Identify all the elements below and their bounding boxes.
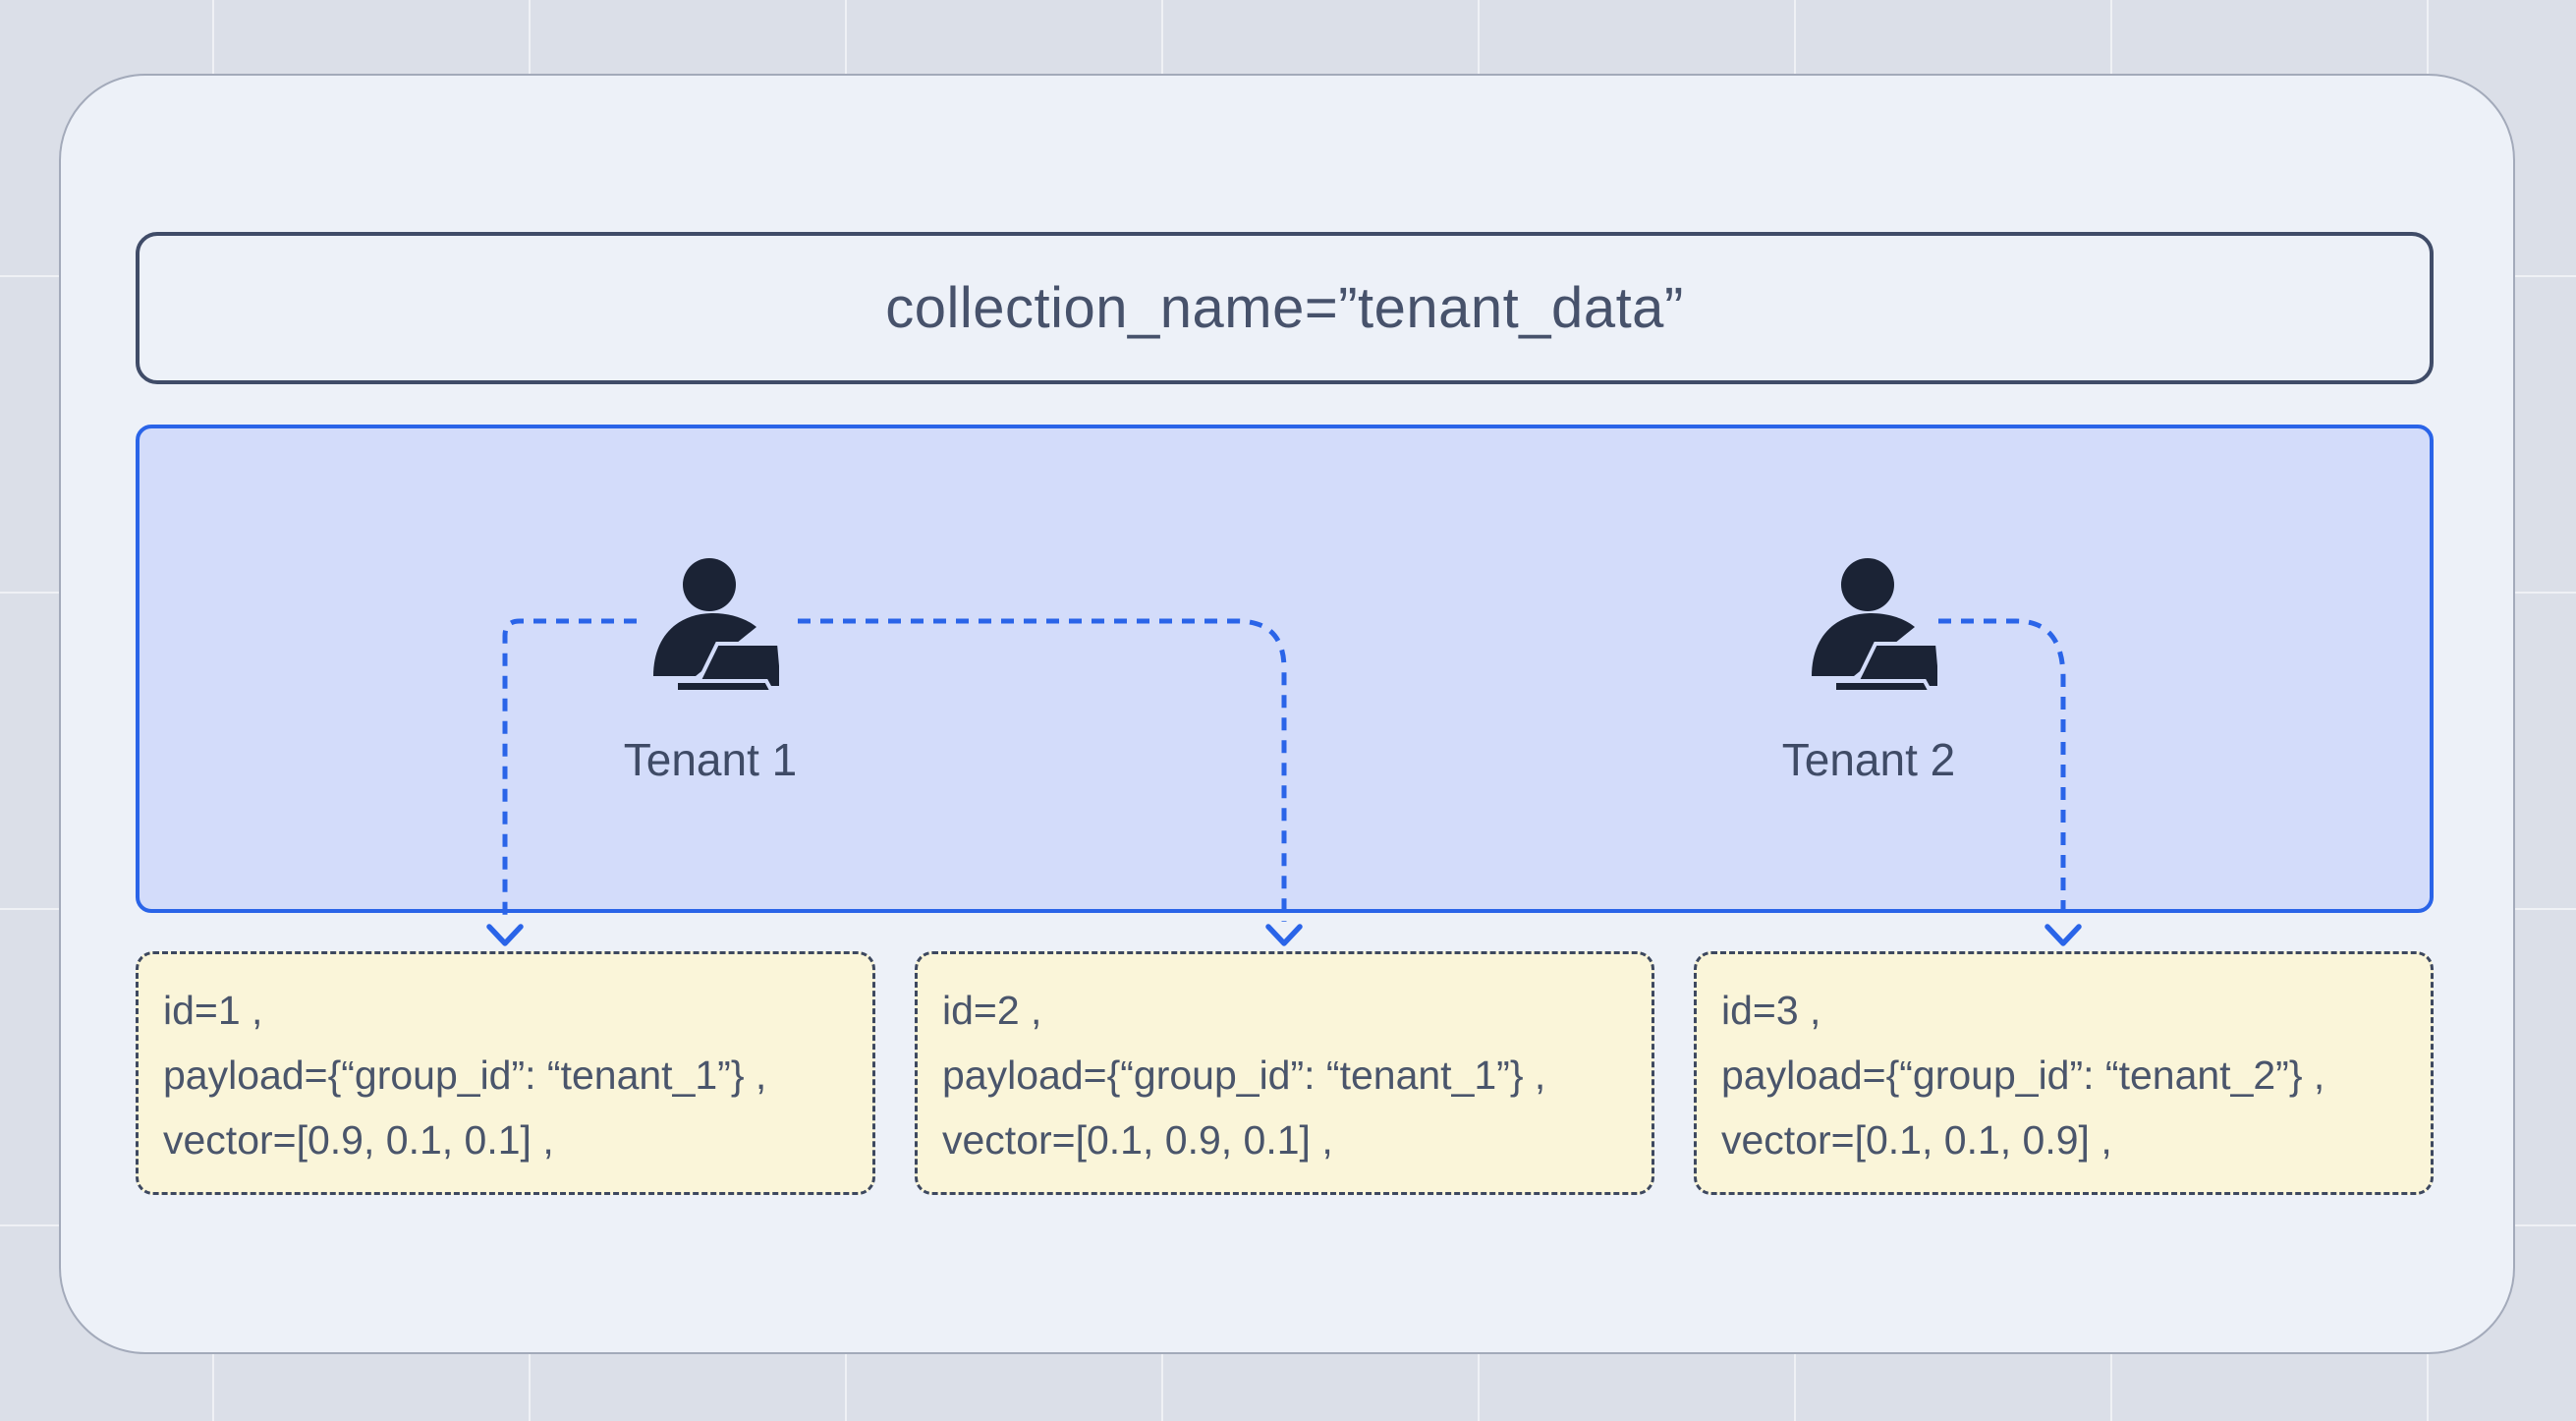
point-box-3: id=3 , payload={“group_id”: “tenant_2”} … <box>1694 951 2434 1195</box>
point-2-payload: payload={“group_id”: “tenant_1”} , <box>942 1052 1546 1098</box>
point-box-2: id=2 , payload={“group_id”: “tenant_1”} … <box>915 951 1654 1195</box>
collection-name-label: collection_name=”tenant_data” <box>885 276 1684 340</box>
point-2-id: id=2 , <box>942 988 1042 1033</box>
point-1-vector: vector=[0.9, 0.1, 0.1] , <box>163 1117 554 1163</box>
tenant-2-label: Tenant 2 <box>1781 734 1956 785</box>
point-1-payload: payload={“group_id”: “tenant_1”} , <box>163 1052 767 1098</box>
point-2-vector: vector=[0.1, 0.9, 0.1] , <box>942 1117 1333 1163</box>
point-3-id: id=3 , <box>1721 988 1821 1033</box>
point-box-1: id=1 , payload={“group_id”: “tenant_1”} … <box>136 951 875 1195</box>
tenant-2-person-laptop-icon <box>1800 556 1937 694</box>
tenant-panel <box>136 425 2434 913</box>
point-3-vector: vector=[0.1, 0.1, 0.9] , <box>1721 1117 2112 1163</box>
point-1-id: id=1 , <box>163 988 263 1033</box>
tenant-1-label: Tenant 1 <box>623 734 798 785</box>
collection-name-box: collection_name=”tenant_data” <box>136 232 2434 384</box>
tenant-1-person-laptop-icon <box>642 556 779 694</box>
point-3-payload: payload={“group_id”: “tenant_2”} , <box>1721 1052 2325 1098</box>
